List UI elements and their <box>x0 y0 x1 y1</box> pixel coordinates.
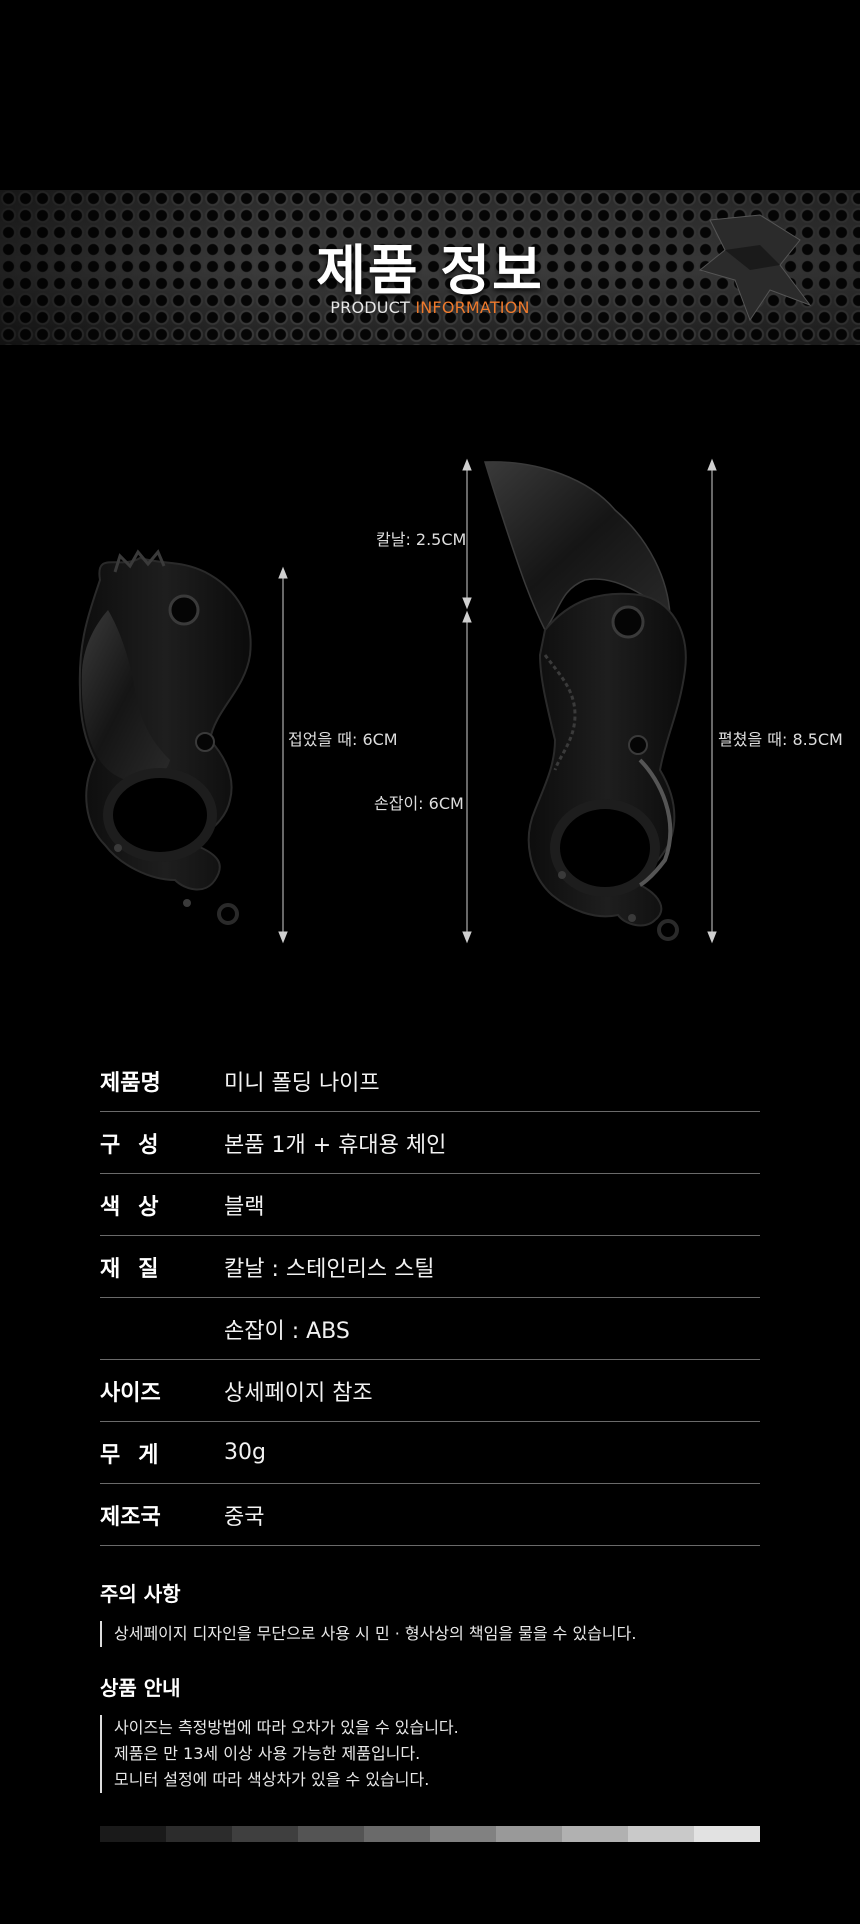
guide-text-block: 사이즈는 측정방법에 따라 오차가 있을 수 있습니다. 제품은 만 13세 이… <box>100 1715 760 1793</box>
spec-value: 손잡이 : ABS <box>224 1318 350 1344</box>
spec-value: 30g <box>224 1440 266 1465</box>
strip-segment <box>100 1826 166 1842</box>
dimension-arrows <box>278 458 717 944</box>
spec-row-origin: 제조국 중국 <box>100 1484 760 1546</box>
spec-value: 미니 폴딩 나이프 <box>224 1070 380 1096</box>
knife-illustration <box>78 458 717 944</box>
strip-segment <box>628 1826 694 1842</box>
spec-label: 제조국 <box>100 1504 161 1530</box>
guide-line: 모니터 설정에 따라 색상차가 있을 수 있습니다. <box>114 1770 430 1789</box>
folded-length-label: 접었을 때: 6CM <box>288 730 398 749</box>
grayscale-strip <box>100 1826 760 1842</box>
guide-section: 상품 안내 사이즈는 측정방법에 따라 오차가 있을 수 있습니다. 제품은 만… <box>100 1672 760 1793</box>
strip-segment <box>496 1826 562 1842</box>
spec-label: 색상 <box>100 1194 177 1220</box>
strip-segment <box>364 1826 430 1842</box>
caution-line: 상세페이지 디자인을 무단으로 사용 시 민 · 형사상의 책임을 물을 수 있… <box>114 1624 637 1643</box>
strip-segment <box>232 1826 298 1842</box>
handle-length-label: 손잡이: 6CM <box>374 794 464 813</box>
guide-line: 제품은 만 13세 이상 사용 가능한 제품입니다. <box>114 1744 421 1763</box>
banner-subtitle-accent: INFORMATION <box>415 298 530 317</box>
spec-label: 재질 <box>100 1256 177 1282</box>
caution-text-block: 상세페이지 디자인을 무단으로 사용 시 민 · 형사상의 책임을 물을 수 있… <box>100 1621 760 1647</box>
spec-value: 본품 1개 + 휴대용 체인 <box>224 1132 447 1158</box>
blade-length-label: 칼날: 2.5CM <box>376 530 467 549</box>
unfolded-length-label: 펼쳤을 때: 8.5CM <box>718 730 843 749</box>
spec-value: 블랙 <box>224 1194 265 1220</box>
torn-metal-decoration <box>698 214 812 322</box>
banner-title: 제품 정보 <box>316 239 544 302</box>
spec-label: 구성 <box>100 1132 177 1158</box>
strip-segment <box>562 1826 628 1842</box>
spec-row-material-handle: 손잡이 : ABS <box>100 1298 760 1360</box>
spec-row-composition: 구성 본품 1개 + 휴대용 체인 <box>100 1112 760 1174</box>
spec-label: 제품명 <box>100 1070 161 1096</box>
spec-row-color: 색상 블랙 <box>100 1174 760 1236</box>
product-info-banner: 제품 정보 PRODUCT INFORMATION <box>0 190 860 345</box>
spec-label: 무게 <box>100 1442 177 1468</box>
strip-segment <box>430 1826 496 1842</box>
spec-value: 중국 <box>224 1504 265 1530</box>
banner-subtitle-white: PRODUCT <box>330 298 416 317</box>
spec-value: 상세페이지 참조 <box>224 1380 373 1406</box>
spec-table: 제품명 미니 폴딩 나이프 구성 본품 1개 + 휴대용 체인 색상 블랙 재질… <box>100 1050 760 1546</box>
spec-label: 사이즈 <box>100 1380 161 1406</box>
strip-segment <box>298 1826 364 1842</box>
folded-knife <box>78 549 252 925</box>
spec-row-material: 재질 칼날 : 스테인리스 스틸 <box>100 1236 760 1298</box>
guide-line: 사이즈는 측정방법에 따라 오차가 있을 수 있습니다. <box>114 1718 459 1737</box>
spec-row-weight: 무게 30g <box>100 1422 760 1484</box>
unfolded-knife <box>483 461 687 941</box>
product-dimension-illustration: 접었을 때: 6CM 칼날: 2.5CM 손잡이: 6CM 펼쳤을 때: 8.5… <box>0 440 860 960</box>
guide-title: 상품 안내 <box>100 1676 181 1700</box>
spec-value: 칼날 : 스테인리스 스틸 <box>224 1256 435 1282</box>
caution-section: 주의 사항 상세페이지 디자인을 무단으로 사용 시 민 · 형사상의 책임을 … <box>100 1578 760 1647</box>
strip-segment <box>166 1826 232 1842</box>
spec-row-product-name: 제품명 미니 폴딩 나이프 <box>100 1050 760 1112</box>
strip-segment <box>694 1826 760 1842</box>
caution-title: 주의 사항 <box>100 1582 181 1606</box>
spec-row-size: 사이즈 상세페이지 참조 <box>100 1360 760 1422</box>
banner-subtitle: PRODUCT INFORMATION <box>0 298 860 317</box>
